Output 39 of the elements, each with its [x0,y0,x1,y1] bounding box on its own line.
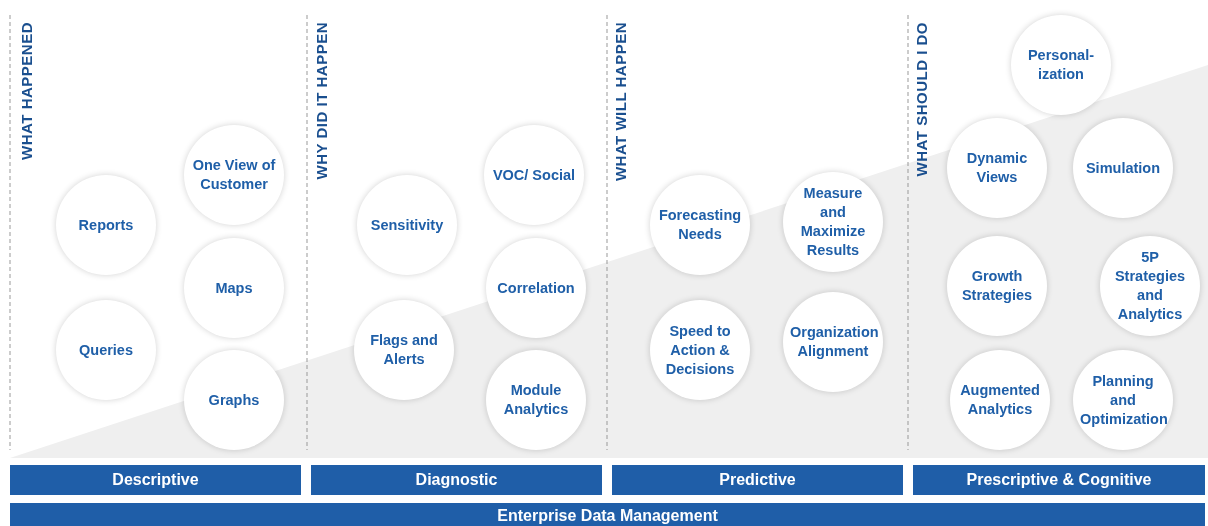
circle-label: Flags and Alerts [369,331,439,369]
bar-label: Diagnostic [415,471,498,489]
bar-label: Descriptive [112,471,199,489]
column-heading: WHAT WILL HAPPEN [612,22,629,182]
circle-label: Queries [79,340,133,360]
circle-label: Forecasting Needs [657,206,743,244]
circle-label: Maps [215,278,253,298]
circle-node [650,175,750,275]
circle-label: Personal- ization [1026,46,1096,84]
bar-label: Predictive [719,471,796,489]
circle-label: Growth Strategies [960,267,1034,305]
bar-label: Prescriptive & Cognitive [966,471,1152,489]
circle-label: Dynamic Views [965,149,1029,187]
circle-label: One View of Customer [191,156,277,194]
bar-label: Enterprise Data Management [497,507,718,525]
category-bar [913,465,1205,495]
circle-label: Graphs [208,390,260,410]
column-heading: WHAT HAPPENED [18,22,35,160]
circle-label: Augmented Analytics [959,381,1041,419]
circle-label: Organization Alignment [790,323,876,361]
column-heading: WHY DID IT HAPPEN [313,22,330,180]
circle-label: VOC/ Social [492,165,576,185]
circle-node [184,350,284,450]
circle-label: Measure and Maximize Results [799,184,867,260]
circle-label: Planning and Optimization [1080,371,1166,429]
circle-label: Simulation [1085,158,1161,178]
category-bar [10,465,301,495]
circle-label: Reports [78,215,134,235]
circle-label: Speed to Action & Decisions [664,321,736,379]
category-bar [612,465,903,495]
circle-label: Correlation [497,278,575,298]
circle-label: Module Analytics [502,381,570,419]
circle-label: Sensitivity [370,215,444,235]
category-bar [311,465,602,495]
column-heading: WHAT SHOULD I DO [913,22,930,177]
category-bar [10,503,1205,526]
circle-label: 5P Strategies and Analytics [1113,248,1187,324]
circle-node [486,238,586,338]
circle-node [1011,15,1111,115]
